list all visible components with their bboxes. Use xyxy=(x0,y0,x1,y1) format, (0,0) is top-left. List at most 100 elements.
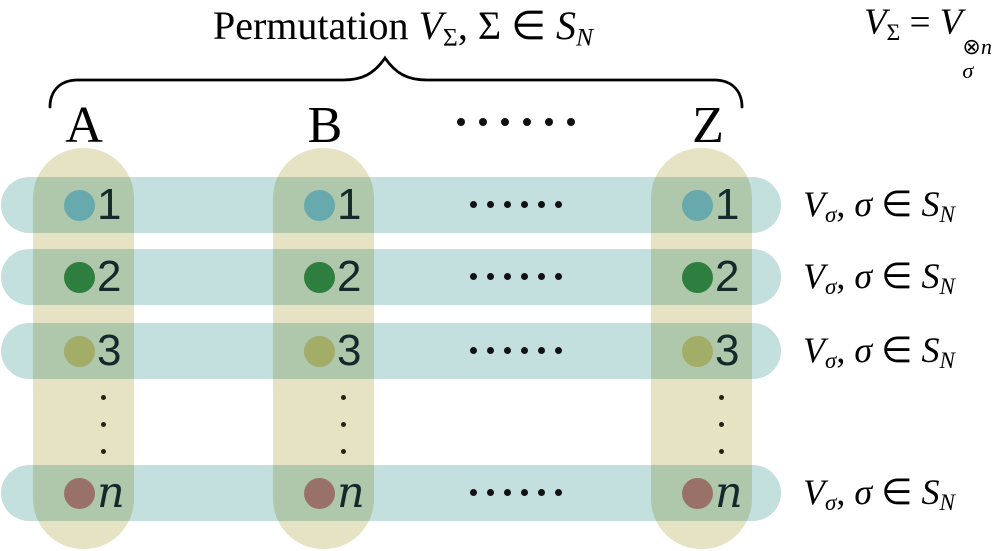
rf-in: ∈ xyxy=(872,330,922,370)
title-text: Permutation xyxy=(212,3,419,48)
title-v-sub: Σ xyxy=(442,22,458,52)
cell-z2: 2 xyxy=(651,249,752,305)
row-band-n xyxy=(1,465,781,521)
title-sep: , xyxy=(457,3,478,48)
rf-sigma: σ xyxy=(854,256,873,296)
rf-v-sub: σ xyxy=(825,272,837,299)
rf-sep: , xyxy=(836,256,855,296)
cell-number: n xyxy=(337,467,365,518)
rf-v: V xyxy=(803,184,825,224)
rf-s: S xyxy=(921,472,940,512)
cell-number: 3 xyxy=(337,326,362,375)
rf-v: V xyxy=(803,256,825,296)
cell-b2: 2 xyxy=(273,249,374,305)
dot-icon xyxy=(682,335,713,367)
corner-sup: ⊗n xyxy=(962,35,992,58)
row-band-3 xyxy=(1,323,781,379)
dot-icon xyxy=(304,335,335,367)
cell-number: 3 xyxy=(715,326,740,375)
corner-n: n xyxy=(980,34,992,60)
row-formula-2: Vσ, σ ∈ SN xyxy=(803,255,955,298)
column-header-z: Z xyxy=(692,97,724,154)
rf-s: S xyxy=(921,256,940,296)
column-vertical-ellipsis-icon xyxy=(719,395,724,454)
figure-title: Permutation VΣ, Σ ∈ SN xyxy=(212,3,594,52)
rf-s-sub: N xyxy=(939,200,955,227)
corner-v1: V xyxy=(863,2,887,43)
row-formula-1: Vσ, σ ∈ SN xyxy=(803,183,955,226)
corner-v2-sub: σ xyxy=(962,57,974,83)
rf-sep: , xyxy=(836,330,855,370)
rf-in: ∈ xyxy=(872,184,922,224)
cell-number: n xyxy=(715,467,743,518)
row-ellipsis-icon xyxy=(470,489,562,496)
rf-sep: , xyxy=(836,184,855,224)
cell-b3: 3 xyxy=(273,323,374,379)
rf-sep: , xyxy=(836,472,855,512)
dot-icon xyxy=(304,477,335,509)
dot-icon xyxy=(64,335,95,367)
cell-an: n xyxy=(33,465,134,521)
cell-bn: n xyxy=(273,465,374,521)
cell-z1: 1 xyxy=(651,177,752,233)
corner-v1-sub: Σ xyxy=(886,19,901,46)
rf-v-sub: σ xyxy=(825,200,837,227)
column-vertical-ellipsis-icon xyxy=(101,395,106,454)
dot-icon xyxy=(64,189,95,221)
dot-icon xyxy=(64,477,95,509)
row-ellipsis-icon xyxy=(470,347,562,354)
title-sigma: Σ xyxy=(477,3,502,48)
cell-z3: 3 xyxy=(651,323,752,379)
rf-s-sub: N xyxy=(939,346,955,373)
title-v: V xyxy=(418,3,443,48)
column-header-b: B xyxy=(307,97,343,154)
dot-icon xyxy=(304,261,335,293)
otimes-icon: ⊗ xyxy=(962,34,981,60)
cell-number: 2 xyxy=(715,252,740,301)
cell-number: 1 xyxy=(337,180,362,229)
cell-number: n xyxy=(97,467,125,518)
cell-zn: n xyxy=(651,465,752,521)
cell-number: 1 xyxy=(97,180,122,229)
rf-v-sub: σ xyxy=(825,346,837,373)
cell-number: 1 xyxy=(715,180,740,229)
corner-v2: V xyxy=(939,2,963,43)
row-formula-n: Vσ, σ ∈ SN xyxy=(803,471,955,514)
row-band-2 xyxy=(1,249,781,305)
cell-number: 2 xyxy=(97,252,122,301)
title-s: S xyxy=(555,3,576,48)
rf-in: ∈ xyxy=(872,256,922,296)
title-s-sub: N xyxy=(575,22,594,52)
dot-icon xyxy=(682,261,713,293)
row-band-1 xyxy=(1,177,781,233)
cell-a3: 3 xyxy=(33,323,134,379)
dot-icon xyxy=(304,189,335,221)
cell-number: 2 xyxy=(337,252,362,301)
column-vertical-ellipsis-icon xyxy=(341,395,346,454)
row-ellipsis-icon xyxy=(470,273,562,280)
dot-icon xyxy=(682,189,713,221)
rf-s: S xyxy=(921,330,940,370)
dot-icon xyxy=(64,261,95,293)
cell-a2: 2 xyxy=(33,249,134,305)
rf-v: V xyxy=(803,330,825,370)
rf-sigma: σ xyxy=(854,330,873,370)
dot-icon xyxy=(682,477,713,509)
title-in: ∈ xyxy=(501,3,556,48)
rf-v: V xyxy=(803,472,825,512)
rf-s-sub: N xyxy=(939,272,955,299)
cell-a1: 1 xyxy=(33,177,134,233)
cell-number: 3 xyxy=(97,326,122,375)
column-header-a: A xyxy=(65,97,103,154)
rf-s: S xyxy=(921,184,940,224)
rf-s-sub: N xyxy=(939,488,955,515)
rf-sigma: σ xyxy=(854,184,873,224)
rf-v-sub: σ xyxy=(825,488,837,515)
row-formula-3: Vσ, σ ∈ SN xyxy=(803,329,955,372)
cell-b1: 1 xyxy=(273,177,374,233)
header-ellipsis-icon xyxy=(457,118,575,126)
